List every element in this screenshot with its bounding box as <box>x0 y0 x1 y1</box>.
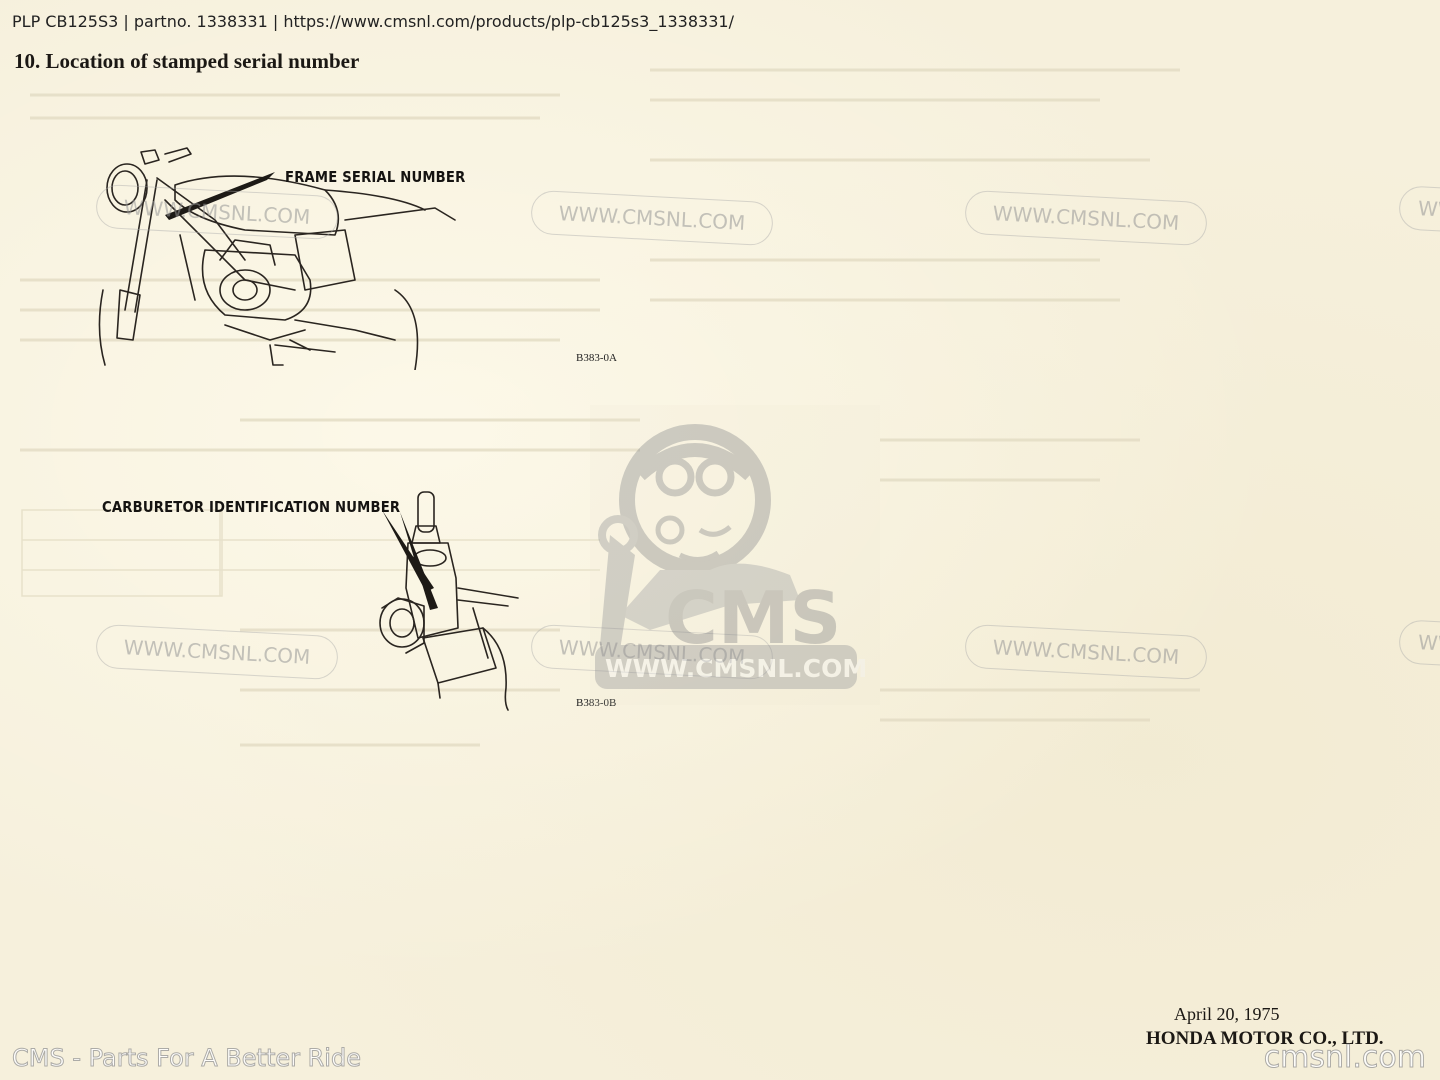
footer-tagline: CMS - Parts For A Better Ride <box>12 1044 362 1073</box>
page-header-url: PLP CB125S3 | partno. 1338331 | https://… <box>12 12 734 31</box>
figure-code-a: B383-0A <box>576 352 617 364</box>
mascot-helmet-icon <box>619 424 771 576</box>
frame-serial-callout: FRAME SERIAL NUMBER <box>285 168 466 186</box>
mascot-wrench-icon <box>600 535 635 650</box>
company-name: HONDA MOTOR CO., LTD. <box>1146 1028 1384 1049</box>
footer-domain: cmsnl.com <box>1263 1040 1426 1076</box>
motorcycle-frame-illustration <box>98 147 456 370</box>
cms-logo-text: CMS <box>665 576 841 660</box>
figure-code-b: B383-0B <box>576 697 617 709</box>
section-title: 10. Location of stamped serial number <box>14 49 360 73</box>
frame-callout-leader <box>165 172 275 220</box>
carb-callout-leader-2 <box>400 512 438 610</box>
carburetor-id-callout: CARBURETOR IDENTIFICATION NUMBER <box>102 498 401 516</box>
document-date: April 20, 1975 <box>1174 1004 1280 1024</box>
carburetor-illustration <box>379 491 519 711</box>
cms-logo-url: WWW.CMSNL.COM <box>605 654 867 683</box>
cms-logo-watermark: CMS WWW.CMSNL.COM <box>590 405 880 705</box>
